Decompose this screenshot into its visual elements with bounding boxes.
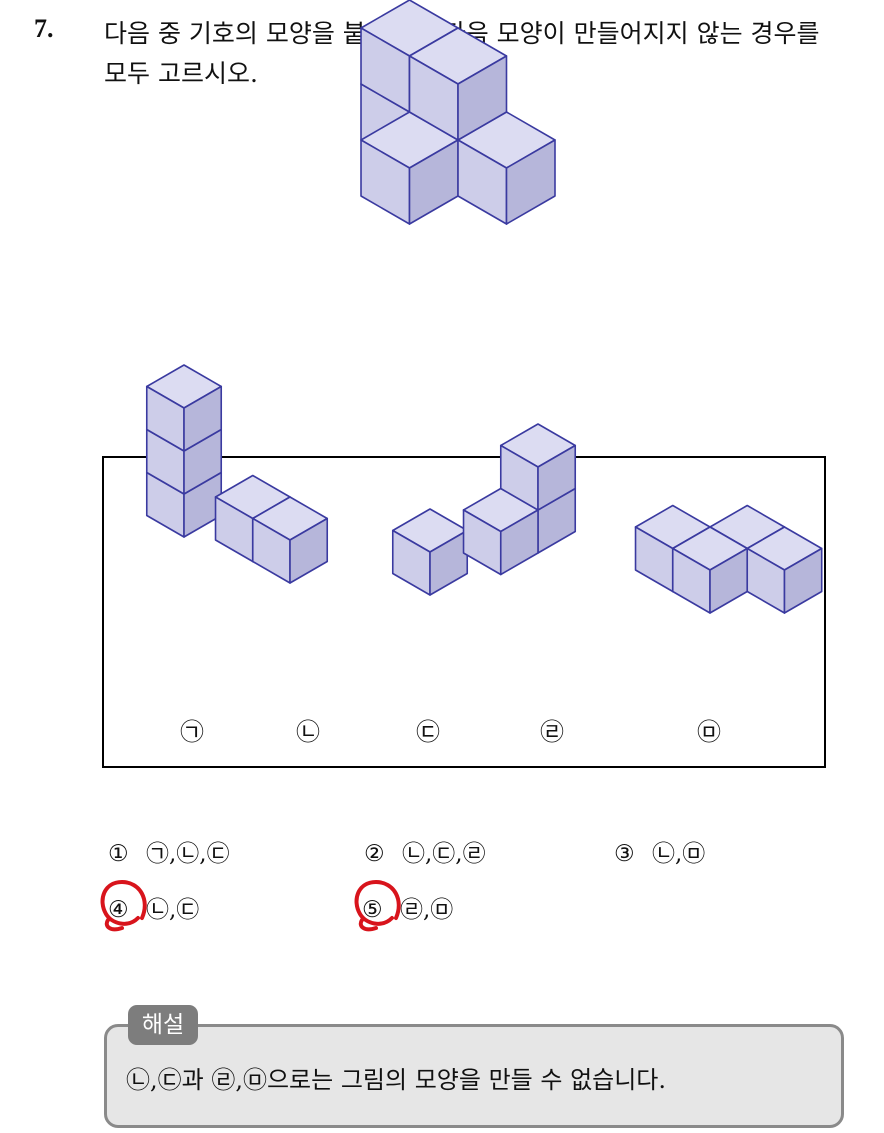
option-4[interactable]: ④ ㉡,㉢: [108, 890, 199, 924]
piece-c-shape: [391, 508, 469, 596]
answer-mark-5-icon: [354, 879, 401, 932]
piece-label-a: ㉠: [180, 718, 204, 746]
question-number: 7.: [34, 14, 54, 43]
option-1-text: ㉠,㉡,㉢: [146, 841, 230, 867]
piece-label-e: ㉤: [697, 718, 721, 746]
main-shape: [360, 0, 556, 225]
pieces-box: [102, 456, 826, 768]
piece-b-shape: [214, 474, 329, 584]
piece-label-c: ㉢: [416, 718, 440, 746]
answer-mark-4-icon: [100, 879, 147, 932]
option-4-number: ④: [108, 897, 129, 923]
option-2[interactable]: ② ㉡,㉢,㉣: [364, 834, 486, 868]
option-3-number: ③: [614, 841, 635, 867]
option-3[interactable]: ③ ㉡,㉤: [614, 834, 705, 868]
option-4-text: ㉡,㉢: [146, 897, 200, 923]
option-5[interactable]: ⑤ ㉣,㉤: [362, 890, 453, 924]
explanation-box: [104, 1024, 844, 1128]
option-1[interactable]: ① ㉠,㉡,㉢: [108, 834, 230, 868]
piece-a-shape: [145, 364, 223, 538]
piece-e-shape: [634, 504, 823, 614]
piece-label-b: ㉡: [296, 718, 320, 746]
option-1-number: ①: [108, 841, 129, 867]
option-5-text: ㉣,㉤: [400, 897, 454, 923]
option-2-number: ②: [364, 841, 385, 867]
explanation-tag: 해설: [128, 1005, 198, 1045]
piece-d-shape: [462, 423, 577, 576]
explanation-text: ㉡,㉢과 ㉣,㉤으로는 그림의 모양을 만들 수 없습니다.: [126, 1066, 667, 1094]
piece-label-d: ㉣: [540, 718, 564, 746]
option-2-text: ㉡,㉢,㉣: [402, 841, 486, 867]
option-5-number: ⑤: [362, 897, 383, 923]
question-line-2: 모두 고르시오.: [104, 59, 258, 88]
option-3-text: ㉡,㉤: [652, 841, 706, 867]
